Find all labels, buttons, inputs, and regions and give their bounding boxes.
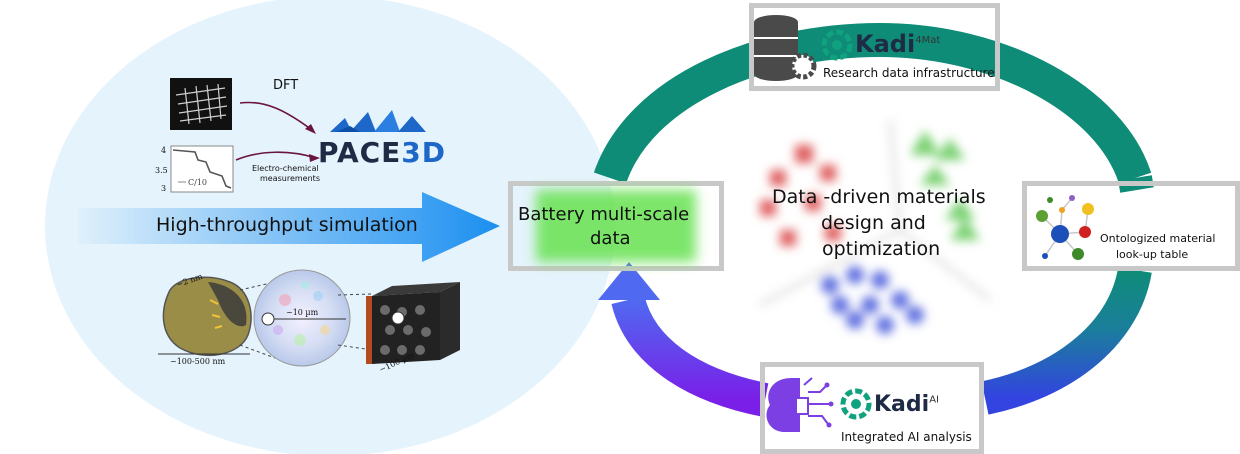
kadi4mat-logo-sup: 4Mat — [915, 35, 941, 46]
battery-box-line2: data — [590, 228, 631, 249]
center-text-line2: design and — [821, 212, 926, 234]
microstructure-circle-image — [253, 269, 351, 367]
chart-tick-3: 3 — [161, 184, 167, 193]
electrode-cube-image — [366, 282, 460, 364]
dft-label: DFT — [273, 78, 299, 93]
cycle-arc-left — [611, 295, 769, 417]
kadiai-logo-sup: AI — [929, 394, 939, 406]
dft-arrow — [239, 101, 313, 131]
kadi4mat-logo-mark — [821, 29, 853, 61]
kadi4mat-logo-text: Kadi4Mat — [855, 30, 940, 58]
battery-data-highlight — [536, 190, 696, 262]
blurred-cluster-plot — [759, 119, 991, 334]
pace3d-logo-text: PACE3D — [318, 136, 446, 169]
pace-logo-pace: PACE — [318, 136, 402, 169]
pace3d-logo-mark — [330, 110, 426, 132]
chart-tick-4: 4 — [161, 146, 167, 155]
dft-crystal-image — [170, 78, 232, 130]
battery-box-line1: Battery multi-scale — [518, 204, 690, 225]
database-gear-icon — [754, 15, 817, 81]
cycle-ring — [593, 22, 1154, 417]
pace-logo-3d: 3D — [401, 136, 447, 169]
network-graph-icon — [1036, 195, 1094, 260]
cycle-arc-top — [593, 22, 1152, 185]
kadiai-box — [760, 362, 984, 454]
kadi4mat-caption: Research data infrastructure — [823, 66, 995, 80]
cycle-arc-right — [981, 266, 1152, 415]
high-throughput-label: High-throughput simulation — [156, 214, 418, 236]
kadi4mat-logo-word: Kadi — [855, 30, 916, 58]
ontology-line1: Ontologized material — [1100, 232, 1216, 245]
ontology-line2: look-up table — [1116, 248, 1189, 261]
electro-label-line2: measurements — [260, 174, 320, 183]
cycle-arrow-head — [598, 262, 660, 300]
electro-label-line1: Electro-chemical — [252, 164, 319, 173]
chart-legend: C/10 — [188, 178, 207, 187]
kadiai-logo-word: Kadi — [874, 392, 930, 417]
electrochemical-chart — [170, 145, 234, 193]
kadiai-logo-text: KadiAI — [874, 392, 939, 417]
center-text-line1: Data -driven materials — [772, 186, 986, 208]
chart-tick-3-5: 3.5 — [155, 166, 168, 175]
ontology-box — [1022, 181, 1240, 271]
kadiai-logo-mark — [840, 388, 872, 420]
kadi4mat-box — [749, 3, 1000, 91]
battery-data-box — [508, 181, 724, 271]
electro-arrow — [235, 151, 317, 161]
center-text-line3: optimization — [822, 238, 941, 260]
scale-particle-bottom: ~100-500 nm — [170, 357, 226, 366]
kadiai-caption: Integrated AI analysis — [841, 430, 972, 444]
high-throughput-arrow — [78, 192, 500, 262]
particle-image — [158, 276, 252, 356]
brain-circuit-icon — [766, 377, 834, 432]
scale-circle-mid: ~10 µm — [286, 308, 319, 317]
